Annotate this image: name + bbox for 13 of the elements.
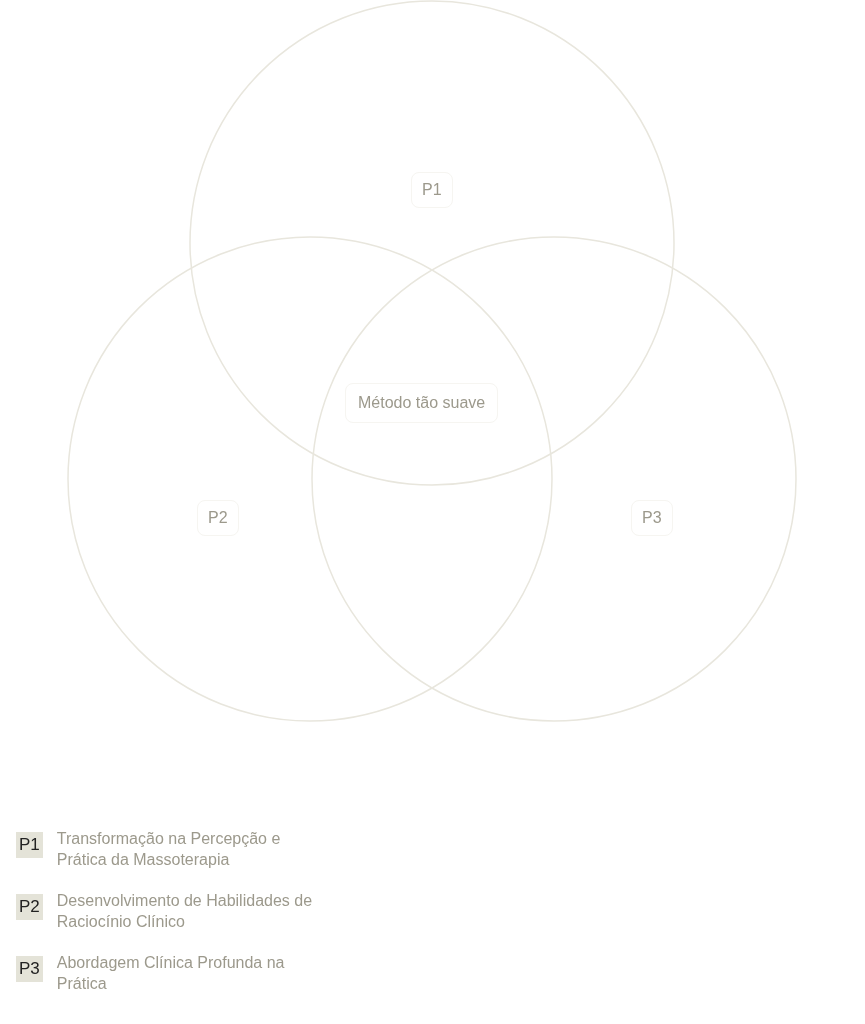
venn-circle — [311, 236, 797, 722]
circle-label: P2 — [197, 500, 239, 536]
legend-badge: P3 — [16, 956, 43, 982]
legend-text: Desenvolvimento de Habilidades de Raciocínio Clínico — [56, 891, 314, 932]
legend-badge: P2 — [16, 894, 43, 920]
circle-label: P3 — [631, 500, 673, 536]
venn-circle — [189, 0, 675, 486]
legend-text: Transformação na Percepção e Prática da Massoterapia — [56, 829, 282, 870]
legend-badge: P1 — [16, 832, 43, 858]
circle-label: P1 — [411, 172, 453, 208]
legend-text: Abordagem Clínica Profunda na Prática — [56, 953, 286, 994]
center-label: Método tão suave — [345, 383, 499, 423]
venn-circle — [67, 236, 553, 722]
